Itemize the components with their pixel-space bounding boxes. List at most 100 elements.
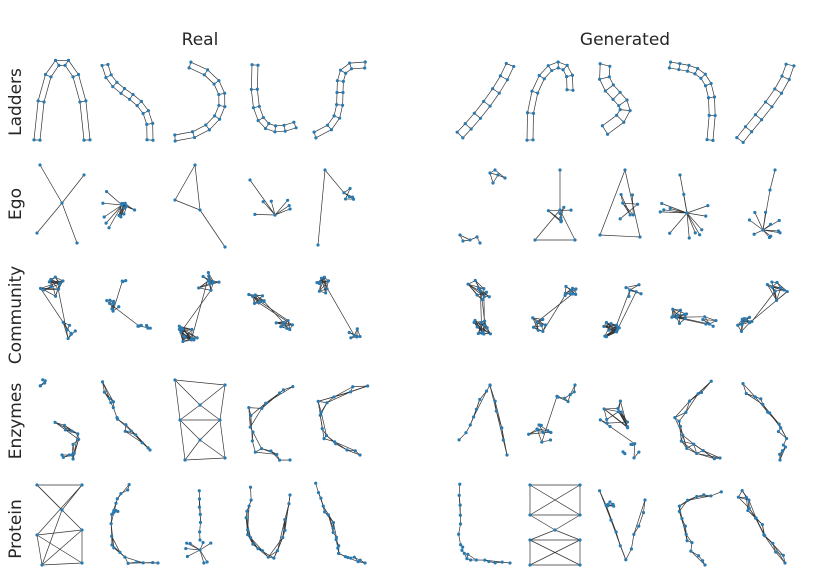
graph-edge: [489, 172, 494, 184]
graph-node: [682, 192, 686, 196]
graph-node: [770, 105, 774, 109]
graph-node: [477, 286, 481, 290]
graph-node: [608, 64, 612, 68]
graph-node: [324, 291, 328, 295]
graph-edge: [678, 421, 682, 442]
graph-node: [536, 91, 540, 95]
graph-edge: [674, 417, 683, 436]
graph-node: [132, 208, 137, 212]
graph-edge: [254, 295, 263, 304]
graph-node: [261, 115, 265, 120]
graph-node: [277, 458, 282, 462]
graph-node: [349, 336, 353, 340]
graph-node: [528, 538, 532, 542]
generated-ego-graph-1: [458, 168, 507, 245]
graph-node: [546, 64, 550, 68]
graph-node: [468, 423, 472, 427]
graph-node: [605, 132, 610, 136]
graph-node: [493, 399, 497, 403]
graph-node: [129, 429, 133, 433]
graph-edge: [745, 497, 749, 511]
graph-node: [458, 522, 463, 526]
graph-node: [267, 121, 271, 126]
graph-node: [619, 410, 623, 414]
graph-node: [668, 60, 673, 64]
graph-node: [531, 138, 535, 142]
graph-node: [541, 431, 545, 435]
graph-node: [197, 286, 201, 290]
graph-node: [703, 315, 707, 319]
graph-node: [668, 206, 672, 211]
real-ego-graph-2: [101, 189, 137, 230]
graph-edge: [277, 519, 286, 551]
graph-node: [682, 312, 687, 317]
graph-edge: [219, 384, 226, 421]
graph-edge: [33, 100, 39, 140]
graph-node: [198, 548, 202, 552]
graph-node: [461, 239, 465, 243]
graph-edge: [319, 280, 329, 292]
graph-node: [778, 452, 782, 456]
graph-node: [207, 274, 211, 278]
generated-ladders-graph-1: [455, 61, 516, 140]
graph-edge: [539, 65, 549, 76]
graph-node: [683, 316, 687, 321]
graph-node: [212, 114, 217, 118]
graph-edge: [607, 122, 625, 135]
graph-edge: [43, 76, 52, 103]
graph-edge: [41, 562, 83, 566]
graph-edge: [686, 205, 708, 214]
graph-node: [246, 528, 250, 532]
graph-edge: [199, 439, 226, 459]
graph-edge: [778, 431, 787, 439]
graph-edge: [339, 105, 343, 119]
graph-node: [753, 395, 757, 399]
graph-node: [770, 280, 774, 284]
graph-node: [184, 546, 188, 551]
graph-edge: [755, 101, 766, 115]
graph-edge: [124, 88, 134, 95]
graph-edge: [104, 204, 123, 218]
graph-node: [104, 76, 108, 80]
graph-node: [111, 400, 116, 404]
graph-node: [251, 294, 255, 298]
graph-edge: [254, 214, 276, 216]
graph-edge: [182, 328, 193, 339]
graph-edge: [529, 514, 556, 531]
graph-node: [618, 90, 622, 94]
graph-node: [35, 483, 39, 487]
graph-edge: [255, 451, 277, 455]
graph-node: [314, 481, 318, 485]
graph-node: [198, 538, 202, 542]
graph-node: [614, 330, 619, 334]
graph-node: [151, 121, 155, 125]
graph-node: [777, 218, 781, 223]
graph-node: [66, 58, 71, 62]
graph-node: [460, 548, 464, 552]
graph-edge: [498, 79, 508, 94]
graph-node: [739, 329, 744, 333]
graph-node: [638, 235, 642, 239]
graph-node: [776, 429, 781, 434]
graph-node: [625, 98, 629, 102]
graph-node: [563, 291, 568, 295]
graph-edge: [120, 93, 130, 100]
graph-edge: [85, 100, 91, 140]
graph-edge: [619, 92, 628, 101]
graph-node: [561, 68, 565, 72]
graph-edge: [599, 234, 641, 238]
column-title-generated: Generated: [579, 30, 671, 50]
real-ego-graph-3: [173, 163, 227, 249]
graph-node: [207, 128, 211, 132]
graph-node: [73, 329, 77, 333]
graph-node: [562, 205, 566, 209]
generated-community-graph-2: [531, 284, 578, 334]
graph-node: [528, 513, 532, 517]
graph-node: [635, 202, 640, 206]
graph-edge: [554, 514, 581, 531]
real-ego-graph-4: [248, 178, 292, 217]
graph-edge: [620, 109, 631, 111]
graph-node: [696, 66, 700, 71]
graph-edge: [476, 291, 487, 296]
graph-node: [38, 384, 43, 388]
